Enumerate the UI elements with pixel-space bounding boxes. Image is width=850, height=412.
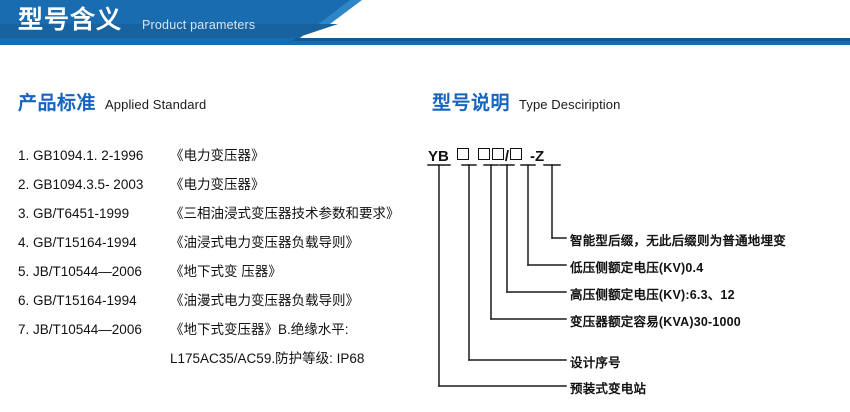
type-description-heading: 型号说明 Type Desciription [432,88,620,115]
annotation-low-voltage: 低压侧额定电压(KV)0.4 [570,261,704,275]
applied-standard-heading-zh: 产品标准 [18,93,97,114]
standard-name: 《地下式变 压器》 [170,264,282,279]
list-item: 7. JB/T10544—2006 《地下式变压器》B.绝缘水平: [18,318,428,347]
model-code-box-4 [510,148,523,160]
annotation-rated-capacity: 变压器额定容易(KVA)30-1000 [570,315,741,329]
list-item: 5. JB/T10544—2006 《地下式变 压器》 [18,260,428,289]
page-content: 产品标准 Applied Standard 型号说明 Type Desciripti… [0,48,850,412]
standards-list: 1. GB1094.1. 2-1996 《电力变压器》 2. GB1094.3.… [18,144,428,376]
standard-name: 《油浸式电力变压器负载导则》 [170,235,359,250]
standard-code: 4. GB/T15164-1994 [18,235,137,250]
annotation-prefab-substation: 预装式变电站 [570,382,647,396]
list-item: 6. GB/T15164-1994 《油漫式电力变压器负载导则》 [18,289,428,318]
model-code-suffix: Z [535,148,545,165]
annotation-intelligent-suffix: 智能型后缀，无此后缀则为普通地埋变 [570,234,786,248]
standard-code: 6. GB/T15164-1994 [18,293,137,308]
model-code-box-1 [456,148,469,160]
banner-title-zh: 型号含义 [18,6,123,34]
model-code-diagram: YB / -Z [420,138,850,398]
model-code-line: YB / -Z [428,148,544,165]
banner-shape [0,0,850,45]
type-description-heading-en: Type Desciription [519,97,621,112]
standard-code: 7. JB/T10544—2006 [18,322,142,337]
banner-title-en: Product parameters [142,18,256,32]
standard-name: 《三相油浸式变压器技术参数和要求》 [170,206,400,221]
model-code-slash: / [504,148,510,165]
annotation-high-voltage: 高压侧额定电压(KV):6.3、12 [570,288,735,302]
standard-name: 《油漫式电力变压器负载导则》 [170,293,359,308]
applied-standard-heading-en: Applied Standard [105,97,207,112]
standard-continuation: L175AC35/AC59.防护等级: IP68 [170,351,365,366]
model-code-dash: - [530,148,536,165]
leader-lines [427,164,567,387]
list-item: 1. GB1094.1. 2-1996 《电力变压器》 [18,144,428,173]
list-item: 2. GB1094.3.5- 2003 《电力变压器》 [18,173,428,202]
annotation-design-serial: 设计序号 [570,356,621,370]
model-code-box-2 [477,148,490,160]
model-code-box-3 [491,148,504,160]
model-code-prefix: YB [428,148,449,165]
standard-code: 2. GB1094.3.5- 2003 [18,177,144,192]
list-item: 3. GB/T6451-1999 《三相油浸式变压器技术参数和要求》 [18,202,428,231]
applied-standard-heading: 产品标准 Applied Standard [18,88,206,115]
standard-name: 《地下式变压器》B.绝缘水平: [170,322,349,337]
standard-code: 5. JB/T10544—2006 [18,264,142,279]
type-description-heading-zh: 型号说明 [432,93,511,114]
standard-code: 1. GB1094.1. 2-1996 [18,148,144,163]
standard-name: 《电力变压器》 [170,148,265,163]
standard-code: 3. GB/T6451-1999 [18,206,130,221]
page-header-banner: 型号含义 Product parameters [0,0,850,48]
standard-name: 《电力变压器》 [170,177,265,192]
list-item: 4. GB/T15164-1994 《油浸式电力变压器负载导则》 [18,231,428,260]
